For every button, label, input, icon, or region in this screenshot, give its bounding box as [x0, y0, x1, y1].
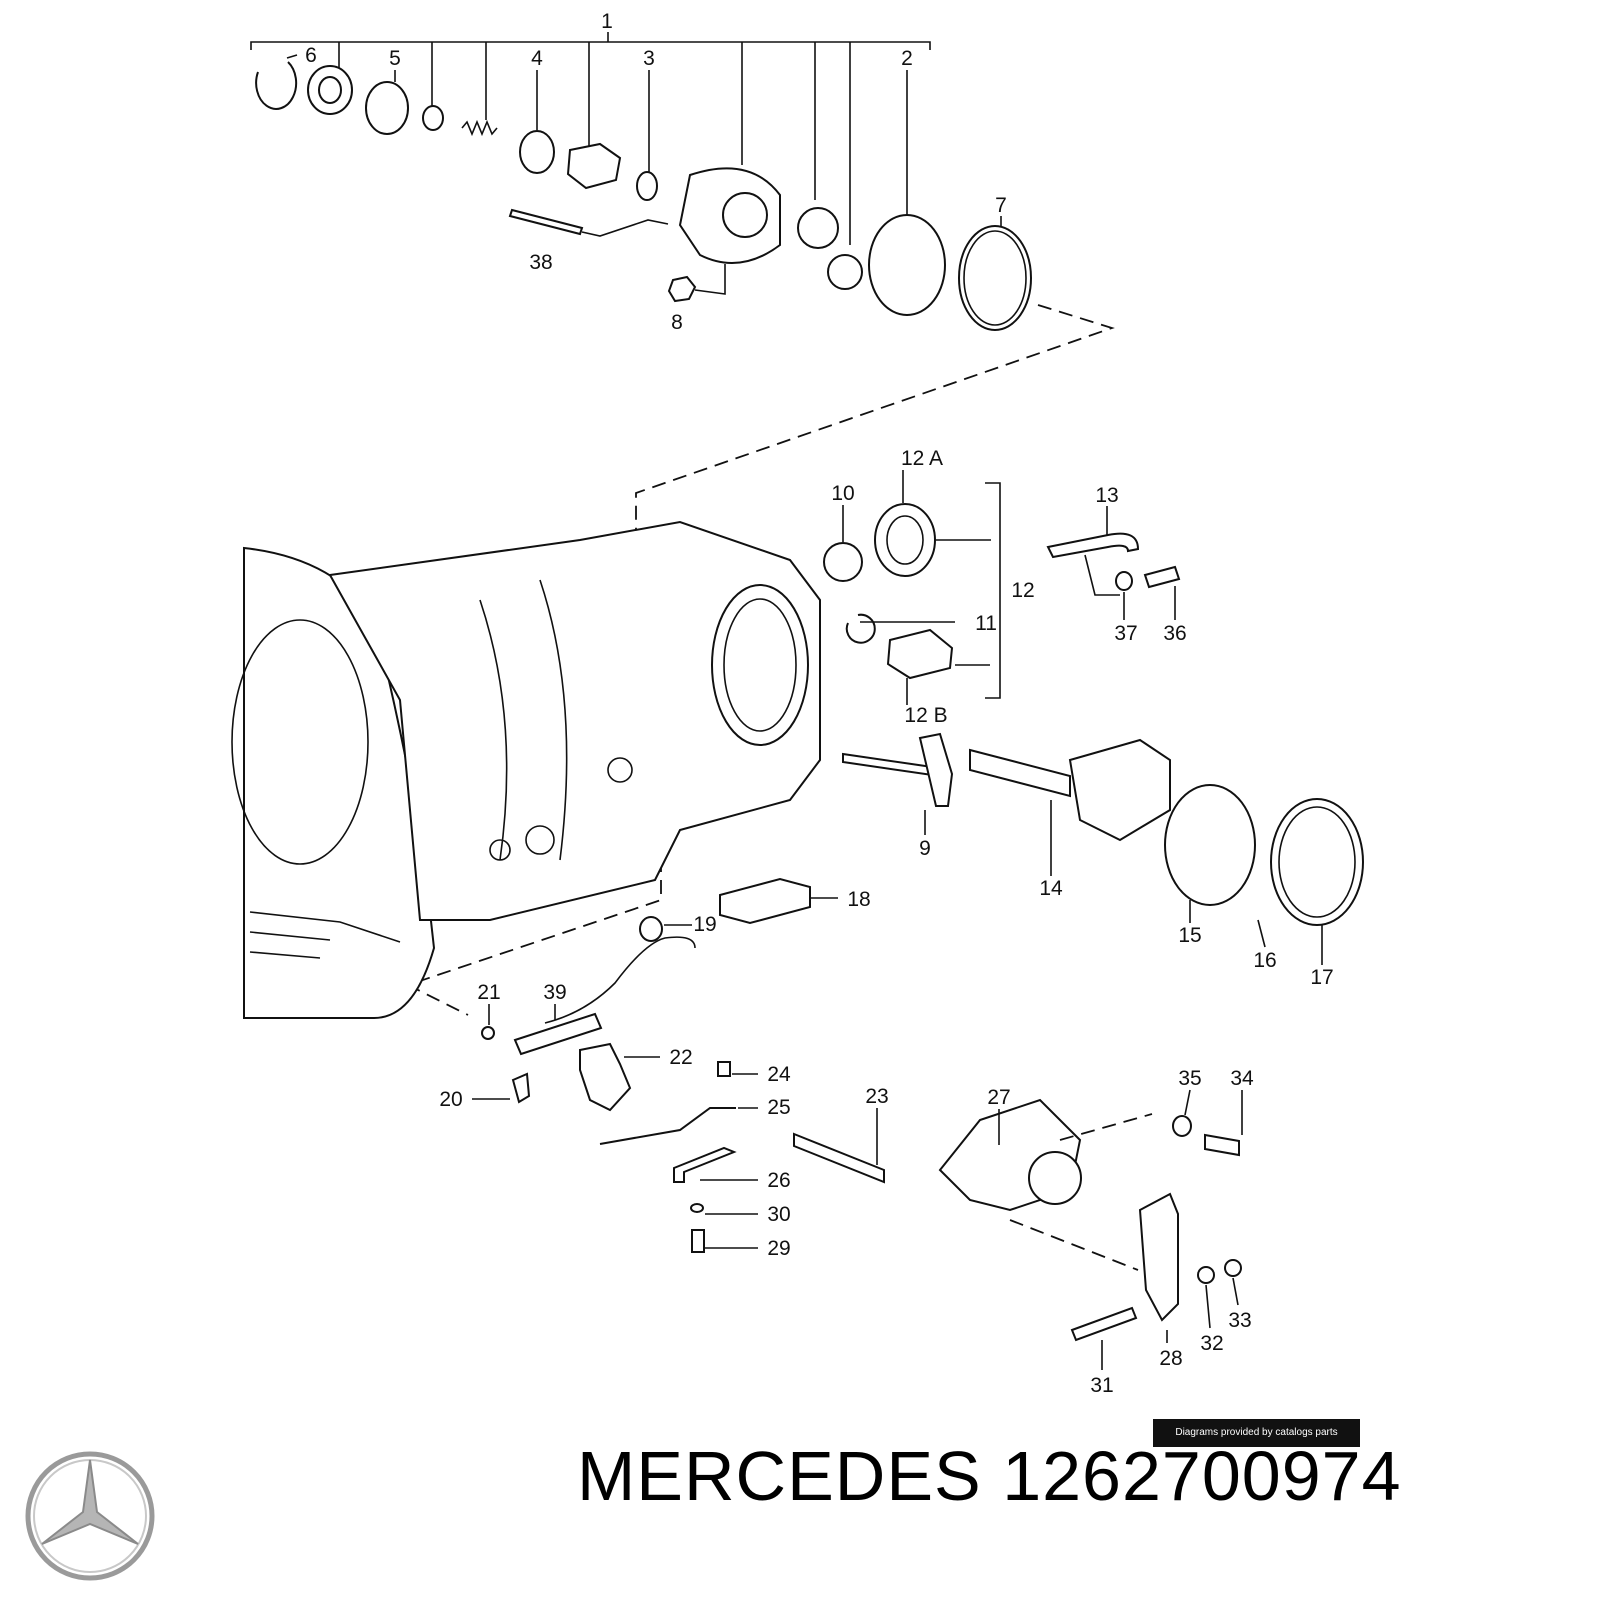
- washer-part-35: [1172, 1115, 1192, 1137]
- gear-part-outer: [797, 207, 839, 249]
- brand-part-number: MERCEDES 1262700974: [577, 1436, 1402, 1516]
- band-part-16: [1270, 798, 1364, 926]
- leader-lines: [286, 54, 1323, 1370]
- nut-part-33: [1224, 1259, 1242, 1277]
- label-28: 28: [1159, 1347, 1182, 1370]
- label-7: 7: [995, 194, 1007, 217]
- label-12: 12: [1011, 579, 1034, 602]
- label-26: 26: [767, 1169, 790, 1192]
- diagram-credit-badge: Diagrams provided by catalogs parts: [1153, 1419, 1360, 1447]
- grommet-part-19: [639, 916, 663, 942]
- label-12b: 12 B: [904, 704, 947, 727]
- bolt-part-31: [1070, 1306, 1138, 1342]
- snap-ring-part-11: [845, 613, 876, 644]
- clip-part-20: [511, 1072, 531, 1104]
- bracket-part-26: [673, 1146, 737, 1183]
- bolt-part-38: [508, 208, 584, 236]
- rod-part-25: [599, 1107, 736, 1145]
- label-37: 37: [1114, 622, 1137, 645]
- assembly-bracket: [250, 32, 931, 245]
- label-19: 19: [693, 913, 716, 936]
- ring-part-4: [519, 130, 555, 174]
- label-23: 23: [865, 1085, 888, 1108]
- label-3: 3: [643, 47, 655, 70]
- shaft-part-23: [793, 1132, 885, 1184]
- label-1: 1: [601, 10, 613, 33]
- nut-part-8: [667, 275, 697, 303]
- label-33: 33: [1228, 1309, 1251, 1332]
- label-17: 17: [1310, 966, 1333, 989]
- label-25: 25: [767, 1096, 790, 1119]
- gear-parts-group: [823, 482, 1364, 926]
- label-2: 2: [901, 47, 913, 70]
- label-32: 32: [1200, 1332, 1223, 1355]
- label-24: 24: [767, 1063, 791, 1086]
- washer-part-32: [1197, 1266, 1215, 1284]
- part-labels: 1 2 3 4 5 6 7 8 38 12 A 10 12 11 12 B 13…: [305, 10, 1334, 1397]
- label-29: 29: [767, 1237, 790, 1260]
- label-36: 36: [1163, 622, 1186, 645]
- brand-name: MERCEDES: [577, 1437, 982, 1515]
- bolt-part-36: [1143, 565, 1181, 589]
- bolt-part-24: [717, 1061, 731, 1077]
- pump-plate-part-2: [868, 214, 946, 316]
- mercedes-star-icon: [25, 1451, 155, 1581]
- label-20: 20: [439, 1088, 462, 1111]
- pipe-part-13: [1046, 532, 1140, 559]
- label-21: 21: [477, 981, 500, 1004]
- drum-part-15: [1164, 784, 1256, 906]
- label-27: 27: [987, 1086, 1010, 1109]
- bracket-part-18: [719, 877, 811, 925]
- label-39: 39: [543, 981, 566, 1004]
- o-ring-part-7: [958, 225, 1032, 331]
- label-31: 31: [1090, 1374, 1113, 1397]
- pump-parts-group: [255, 61, 1032, 331]
- label-9: 9: [919, 837, 931, 860]
- gear-part-12a: [874, 503, 936, 577]
- linkage-parts-group: [481, 877, 1242, 1342]
- part-number: 1262700974: [1002, 1437, 1402, 1515]
- label-34: 34: [1230, 1067, 1254, 1090]
- spring-part: [461, 119, 498, 137]
- bracket-part-28: [1138, 1192, 1179, 1322]
- label-12a: 12 A: [901, 447, 943, 470]
- ring-part-3: [636, 171, 658, 201]
- bushing-part: [422, 105, 444, 131]
- label-16: 16: [1253, 949, 1276, 972]
- label-6: 6: [305, 44, 317, 67]
- o-ring-part-5: [365, 81, 409, 135]
- label-18: 18: [847, 888, 870, 911]
- label-13: 13: [1095, 484, 1118, 507]
- label-14: 14: [1039, 877, 1063, 900]
- gear-part-inner: [827, 254, 863, 290]
- washer-part-37: [1115, 571, 1133, 591]
- transmission-housing: [231, 520, 821, 1019]
- label-4: 4: [531, 47, 543, 70]
- valve-part: [566, 142, 622, 190]
- lever-part-22: [579, 1042, 632, 1112]
- bolt-part-29: [691, 1229, 705, 1253]
- rod-part-39: [513, 1012, 603, 1056]
- label-35: 35: [1178, 1067, 1201, 1090]
- snap-ring-part-6: [255, 61, 298, 110]
- gear-part-12b: [886, 628, 954, 680]
- label-38: 38: [529, 251, 552, 274]
- clip-part-21: [481, 1026, 495, 1040]
- valve-body-part-14: [969, 748, 1071, 798]
- label-11: 11: [975, 612, 997, 635]
- label-15: 15: [1178, 924, 1201, 947]
- bolt-part-34: [1204, 1133, 1240, 1157]
- label-5: 5: [389, 47, 401, 70]
- label-10: 10: [831, 482, 854, 505]
- label-30: 30: [767, 1203, 790, 1226]
- label-8: 8: [671, 311, 683, 334]
- snap-ring-part-10: [823, 542, 863, 582]
- clip-part-30: [690, 1203, 704, 1213]
- band-part-17: [1278, 806, 1356, 918]
- label-22: 22: [669, 1046, 692, 1069]
